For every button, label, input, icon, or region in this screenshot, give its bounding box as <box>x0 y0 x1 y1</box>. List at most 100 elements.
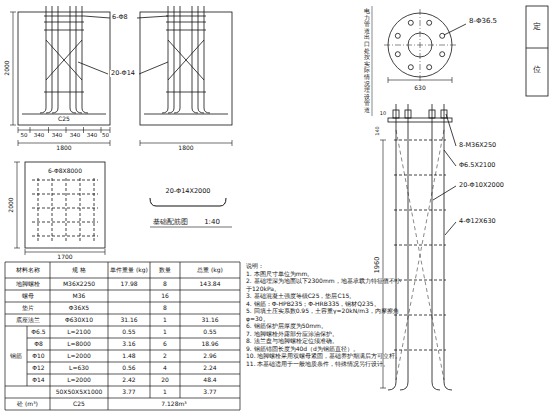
callout-label: C25 <box>57 116 71 122</box>
table-cell: 3.16 <box>109 341 149 348</box>
callout-label: 8-Φ36.5 <box>468 18 498 25</box>
foundation-elevation <box>140 6 232 125</box>
table-cell: Φ36X5 <box>51 305 107 312</box>
table-cell: 8 <box>151 281 179 288</box>
note-text: 1. 本图尺寸单位为mm。 <box>246 270 406 278</box>
rebar-shape <box>150 227 232 228</box>
anchor-bolt-cage <box>433 114 456 235</box>
table-cell: L=2100 <box>51 329 107 336</box>
material-table <box>50 262 51 410</box>
table-cell: 143.84 <box>181 281 239 288</box>
anchor-bolt-cage <box>388 104 452 390</box>
table-cell: 2.24 <box>181 365 239 372</box>
table-cell: 总重 (kg) <box>181 267 239 274</box>
rebar-shape <box>150 198 226 206</box>
base-flange <box>440 33 445 38</box>
dimension-label: 50 <box>101 133 110 139</box>
dimension-label: 2000 <box>4 59 10 76</box>
callout-label: 20-Φ14 <box>110 70 136 77</box>
anchor-bolt-cage <box>394 140 446 350</box>
table-cell: 8 <box>151 305 179 312</box>
anchor-bolt-cage <box>388 118 452 122</box>
material-table <box>5 386 240 387</box>
dimension-label: 340 <box>33 133 46 139</box>
dimension-lines <box>10 12 232 255</box>
callout-label: 8-M36X250 <box>458 142 497 149</box>
table-cell: 底座法兰 <box>6 317 49 324</box>
material-table <box>180 262 181 398</box>
note-text: 9. 钢筋锚固长度为40d（d为钢筋直径）。 <box>246 345 406 353</box>
foundation-elevation <box>18 6 232 125</box>
dimension-label: 1960 <box>374 256 381 275</box>
dimension-label: 340 <box>86 133 99 139</box>
table-cell: Φ14 <box>28 377 49 384</box>
base-flange <box>526 48 548 49</box>
material-table <box>5 262 240 263</box>
foundation-elevation <box>78 16 168 74</box>
callout-label: 20-Φ10X2000 <box>458 182 505 189</box>
dimension-label: 2000 <box>8 196 14 213</box>
notes-block: 说明：1. 本图尺寸单位为mm。2. 基础埋深为地面以下2300mm，地基承载力… <box>246 262 406 367</box>
table-cell: 数量 <box>151 267 179 274</box>
table-cell: L=2000 <box>51 377 107 384</box>
base-flange <box>427 20 432 25</box>
callout-label: Φ6.5X2100 <box>458 162 496 169</box>
note-text: 6. 钢筋保护层厚度为50mm。 <box>246 322 406 330</box>
base-flange <box>526 6 548 96</box>
callout-label: 4-Φ12X630 <box>458 218 497 225</box>
base-flange <box>444 24 466 35</box>
dimension-label: 10 <box>379 111 387 116</box>
base-flange <box>408 20 413 25</box>
base-flange <box>395 33 400 38</box>
table-cell: 单件重量 (kg) <box>109 267 149 274</box>
callout-label: 6-Φ8 <box>111 14 129 21</box>
note-text: 8. 法兰盘与地脚螺栓定位须准确。 <box>246 337 406 345</box>
table-cell: 4 <box>151 365 179 372</box>
material-table <box>5 326 240 327</box>
dimension-lines <box>18 127 110 133</box>
material-table <box>5 314 240 315</box>
dimension-lines <box>14 162 105 255</box>
material-table <box>240 262 241 410</box>
table-cell: Φ10 <box>28 353 49 360</box>
note-text: 4. 钢筋：Φ-HPB235；Φ-HRB335，钢材Q235。 <box>246 300 406 308</box>
table-cell: L=630 <box>51 365 107 372</box>
material-table <box>27 326 28 386</box>
material-table <box>5 398 240 399</box>
dimension-label: 340 <box>69 133 82 139</box>
table-cell: Φ6.5 <box>28 329 49 336</box>
table-cell: 2.42 <box>109 377 149 384</box>
table-cell: 钢筋 <box>6 353 26 360</box>
table-cell: C25 <box>51 401 107 408</box>
rebar-shape <box>150 198 232 227</box>
foundation-plan <box>25 162 105 248</box>
dimension-lines <box>10 12 16 125</box>
base-flange <box>440 52 445 57</box>
callout-label: 位 <box>532 66 542 74</box>
table-cell: 48.4 <box>181 377 239 384</box>
callout-label: 20-Φ14X2000 <box>165 188 212 195</box>
material-table <box>5 278 240 279</box>
material-table <box>27 338 240 339</box>
table-cell: M36 <box>51 293 107 300</box>
table-cell: 1.48 <box>109 353 149 360</box>
base-flange <box>427 65 432 70</box>
dimension-label: 50 <box>20 133 29 139</box>
anchor-bolt-cage <box>380 140 386 388</box>
table-cell: 3.77 <box>181 389 239 396</box>
note-text: 2. 基础埋深为地面以下2300mm，地基承载力特征值不小于120kPa。 <box>246 277 406 292</box>
material-table <box>27 362 240 363</box>
callout-label: 基础配筋图 <box>152 219 189 226</box>
note-text: 说明： <box>246 262 406 270</box>
callout-label: 定 <box>532 23 542 31</box>
foundation-plan <box>38 178 94 242</box>
table-cell: 0.55 <box>181 329 239 336</box>
material-table <box>5 262 6 410</box>
table-cell: M36X2250 <box>51 281 107 288</box>
dimension-label: 140 <box>375 125 380 137</box>
material-table <box>150 262 151 398</box>
vertical-note: 电力管道出口处按实际情况埋设管道 <box>364 8 370 114</box>
base-flange <box>384 9 456 81</box>
base-flange <box>372 6 373 116</box>
